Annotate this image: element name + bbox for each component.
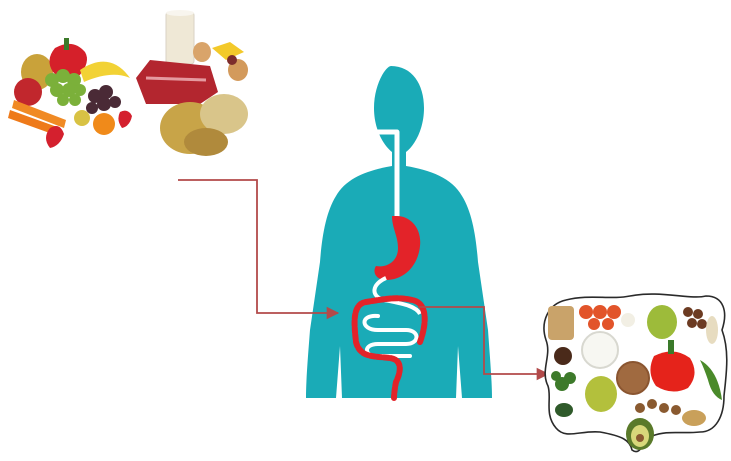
food-intake-arrow — [178, 180, 338, 313]
grain-bowl-icon — [617, 362, 649, 394]
food-intake-image — [8, 10, 248, 156]
pear-top-icon — [647, 305, 677, 339]
produce-pile — [8, 38, 132, 148]
milk-bowl-icon — [582, 332, 618, 368]
protein-grain-pile — [136, 10, 248, 156]
bell-pepper-icon — [650, 351, 694, 391]
milk-glass-icon — [166, 12, 194, 64]
pear-icon — [585, 376, 617, 412]
orange-icon — [93, 113, 115, 135]
steak-icon — [136, 60, 218, 104]
dark-grapes-icon — [86, 85, 121, 114]
egg-icon — [193, 42, 211, 62]
banana-icon — [80, 62, 130, 82]
intestine-food-illustration — [544, 294, 727, 452]
bread-icon — [548, 306, 574, 340]
